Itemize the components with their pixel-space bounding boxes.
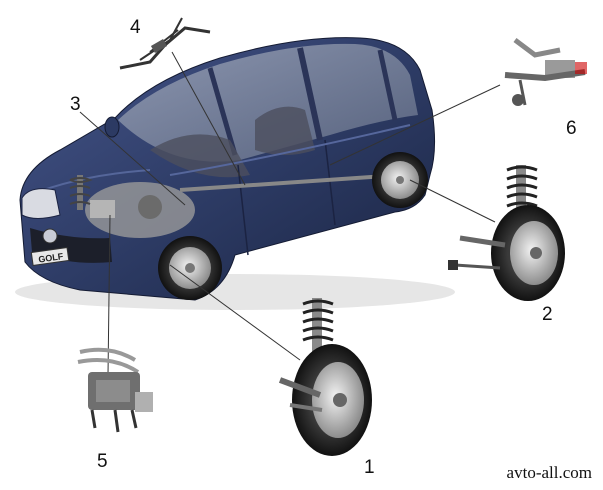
part-6-steering-gear — [504, 38, 587, 106]
license-plate — [30, 246, 70, 267]
watermark: avto-all.com — [507, 463, 592, 482]
part-2-rear-suspension — [448, 165, 565, 301]
part-4-brake-lines — [119, 17, 211, 70]
callout-1: 1 — [364, 457, 375, 478]
car-illustration: GOLF — [15, 37, 455, 310]
callout-6: 6 — [566, 118, 577, 139]
callout-labels: 1 2 3 4 5 6 — [70, 17, 577, 478]
callout-5: 5 — [97, 451, 108, 472]
callout-4: 4 — [130, 17, 141, 38]
part-5-control-unit — [77, 347, 153, 433]
license-plate-text: GOLF — [38, 251, 65, 264]
leader-lines — [79, 51, 501, 376]
vw-badge — [42, 228, 58, 244]
callout-3: 3 — [70, 94, 81, 115]
callout-2: 2 — [542, 304, 553, 325]
car-glass — [118, 43, 418, 162]
part-1-front-suspension — [278, 298, 372, 456]
